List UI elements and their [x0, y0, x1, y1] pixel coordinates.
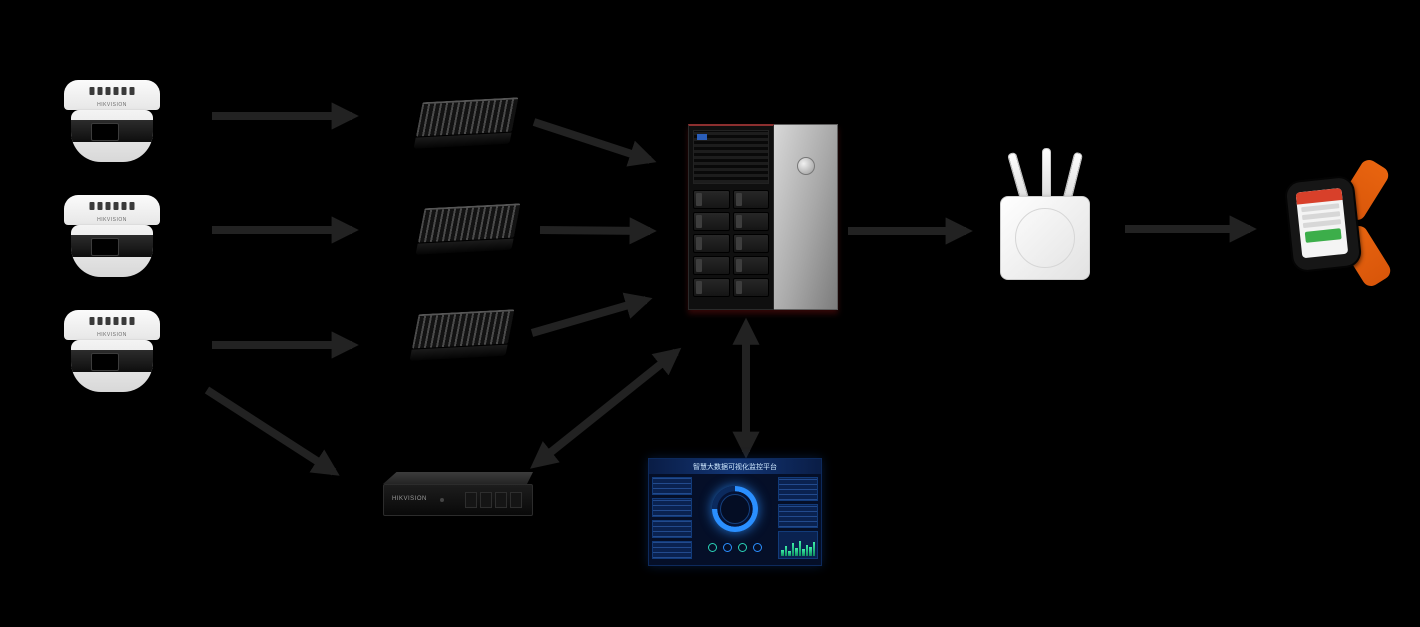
watch-screen: [1295, 187, 1349, 259]
nvr-ports: [465, 492, 522, 508]
camera-lens-band: [71, 235, 153, 257]
nvr-power-led: [440, 498, 444, 502]
dashboard-title: 智慧大数据可视化监控平台: [649, 459, 821, 474]
double-arrow: [530, 347, 682, 469]
nvr-brand-label: HIKVISION: [392, 496, 427, 502]
smartwatch-node: [1283, 156, 1394, 290]
camera-node-1: HIKVISION: [62, 80, 162, 166]
dashboard-right-panels: [778, 477, 818, 559]
camera-body: [71, 340, 153, 392]
camera-body: [71, 110, 153, 162]
camera-lens-band: [71, 350, 153, 372]
server-vents: [693, 130, 769, 184]
arrow: [204, 386, 340, 476]
nvr-front-panel: HIKVISION: [383, 484, 533, 516]
camera-cap: HIKVISION: [64, 195, 160, 225]
server-side-panel: [774, 124, 838, 310]
server-front-panel: [688, 124, 774, 310]
camera-vents: [89, 317, 135, 325]
camera-lens: [91, 353, 119, 371]
dashboard-status-dots: [708, 543, 762, 552]
watch-screen-row: [1302, 219, 1342, 229]
arrow: [530, 292, 653, 337]
camera-brand-label: HIKVISION: [97, 102, 127, 108]
dashboard-body: [649, 474, 821, 562]
watch-screen-button: [1304, 228, 1342, 243]
camera-node-3: HIKVISION: [62, 310, 162, 396]
camera-vents: [89, 87, 135, 95]
nvr-node: HIKVISION: [383, 472, 533, 520]
camera-vents: [89, 202, 135, 210]
camera-cap: HIKVISION: [64, 310, 160, 340]
camera-brand-label: HIKVISION: [97, 332, 127, 338]
camera-body: [71, 225, 153, 277]
dashboard-left-panels: [652, 477, 692, 559]
camera-lens-band: [71, 120, 153, 142]
ap-body: [1000, 196, 1090, 280]
edge-box-heatsink: [411, 309, 515, 349]
dashboard-gauge: [712, 486, 758, 532]
server-node: [688, 124, 838, 310]
dashboard-center: [695, 477, 775, 559]
arrow: [539, 217, 657, 245]
ap-antenna-middle: [1042, 148, 1051, 200]
access-point-node: [1000, 148, 1090, 280]
camera-lens: [91, 123, 119, 141]
dashboard-node: 智慧大数据可视化监控平台: [648, 458, 822, 566]
edge-box-heatsink: [417, 203, 521, 243]
edge-box-node-3: [409, 309, 515, 361]
camera-brand-label: HIKVISION: [97, 217, 127, 223]
db-bar-chart: [778, 531, 818, 559]
edge-box-node-2: [415, 203, 521, 255]
camera-node-2: HIKVISION: [62, 195, 162, 281]
edge-box-heatsink: [415, 97, 519, 137]
nvr-top-face: [383, 472, 533, 484]
server-drive-bays: [693, 190, 769, 297]
arrow: [532, 118, 657, 167]
server-badge: [697, 134, 707, 140]
watch-screen-header: [1295, 187, 1343, 205]
camera-cap: HIKVISION: [64, 80, 160, 110]
camera-lens: [91, 238, 119, 256]
watch-face: [1283, 174, 1363, 274]
edge-box-node-1: [413, 97, 519, 149]
ap-circle-detail: [1015, 208, 1075, 268]
server-logo-badge: [796, 157, 815, 175]
